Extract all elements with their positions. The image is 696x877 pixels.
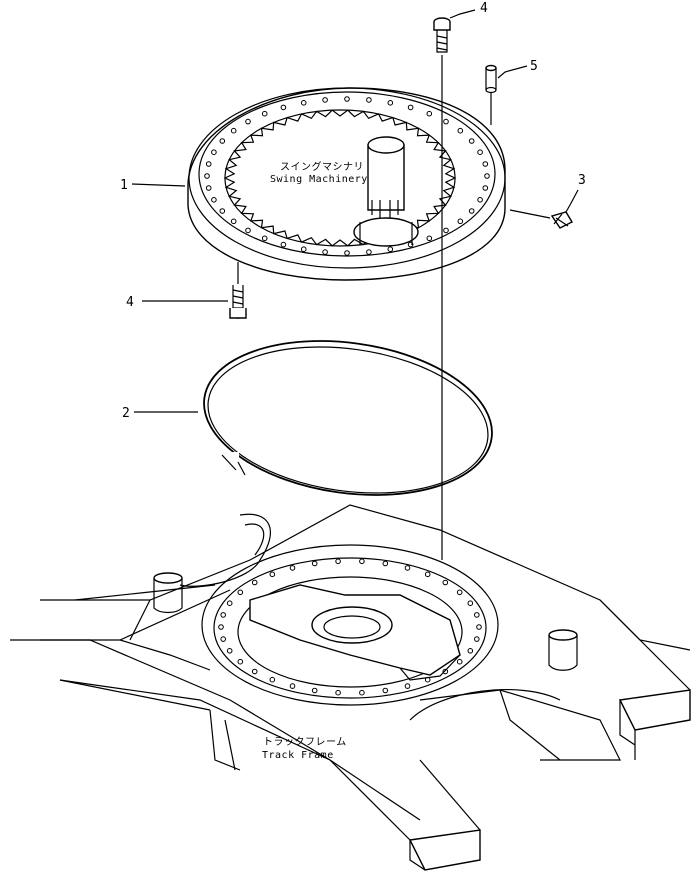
bolt-hole — [443, 227, 449, 234]
track-frame-label-jp: トラックフレーム — [263, 736, 347, 748]
bolt-hole — [226, 600, 233, 607]
bolt-hole — [237, 658, 244, 665]
bolt-hole — [269, 676, 276, 683]
bolt-hole — [366, 97, 372, 103]
bolt-hole — [407, 104, 414, 111]
bolt-hole — [220, 636, 226, 642]
swing-circle — [187, 87, 506, 281]
bolt-hole — [220, 612, 226, 618]
bolt-hole — [442, 579, 449, 586]
bolt-hole — [467, 600, 474, 607]
bolt-hole — [311, 687, 318, 694]
bolt-hole — [205, 185, 212, 191]
bolt-hole — [442, 668, 449, 675]
bolt-hole — [424, 571, 431, 578]
bolt-hole — [344, 96, 350, 102]
bolt-hole — [335, 689, 341, 696]
bolt-hole — [457, 218, 464, 225]
mount-bolt-holes — [218, 558, 482, 696]
bolt-hole — [230, 127, 237, 134]
bolt-hole — [226, 648, 233, 654]
callout-1: 1 — [120, 178, 128, 193]
callout-5: 5 — [530, 59, 538, 74]
bolt-hole — [219, 138, 226, 144]
bolt-top-part-4 — [433, 17, 451, 53]
bolt-hole — [359, 689, 365, 696]
bolt-hole — [382, 687, 389, 694]
grease-fitting-part-3 — [550, 211, 573, 229]
bolt-hole — [322, 249, 328, 255]
callout-leaders — [131, 9, 579, 413]
pin-part-5 — [485, 64, 497, 94]
track-frame-label-en: Track Frame — [262, 750, 334, 761]
bolt-hole — [261, 235, 268, 242]
bolt-hole — [482, 161, 489, 167]
seal-ring — [203, 340, 493, 496]
bolt-hole — [237, 589, 244, 596]
bolt-hole — [289, 683, 296, 689]
bolt-hole — [426, 235, 433, 242]
bolt-hole — [404, 683, 411, 689]
bolt-hole — [457, 127, 464, 134]
bolt-hole — [474, 612, 480, 618]
bolt-hole — [467, 648, 474, 654]
bolt-hole — [322, 97, 328, 103]
bolt-hole — [404, 565, 411, 571]
callout-4-top: 4 — [480, 1, 488, 16]
bolt-hole — [245, 118, 251, 125]
bolt-hole — [289, 565, 296, 571]
bolt-hole — [219, 208, 226, 214]
bolt-hole — [468, 138, 475, 144]
bolt-hole — [261, 110, 268, 117]
alignment-lines — [237, 55, 551, 560]
callout-3: 3 — [578, 173, 586, 188]
swing-machinery-label-jp: スイングマシナリ — [280, 160, 364, 173]
bolt-hole — [300, 246, 307, 252]
bolt-hole — [211, 197, 217, 203]
bolt-hole — [476, 624, 482, 630]
bolt-hole — [456, 589, 463, 596]
bolt-hole — [251, 579, 258, 586]
callout-2: 2 — [122, 406, 130, 421]
bolt-hole — [280, 104, 287, 111]
bolt-bottom-part-4 — [229, 285, 247, 319]
bolt-hole — [211, 149, 217, 155]
bolt-hole — [269, 571, 276, 578]
swing-machinery-label-en: Swing Machinery — [270, 174, 368, 185]
bolt-hole — [230, 218, 237, 225]
bolt-hole — [387, 246, 394, 252]
swing-machinery-pinion — [353, 136, 419, 247]
bolt-hole — [218, 624, 224, 630]
bolt-hole — [387, 100, 394, 106]
bolt-hole — [359, 558, 365, 565]
bolt-hole — [344, 250, 350, 256]
bolt-hole — [335, 558, 341, 565]
bolt-hole — [205, 161, 212, 167]
bolt-hole — [456, 658, 463, 665]
bolt-hole — [251, 668, 258, 675]
bolt-hole — [280, 241, 287, 248]
callout-4-bottom: 4 — [126, 295, 134, 310]
bolt-hole — [443, 118, 449, 125]
bolt-hole — [204, 173, 210, 179]
bolt-hole — [484, 173, 490, 179]
bolt-hole — [477, 197, 483, 203]
bolt-hole — [468, 208, 475, 214]
ring-bolt-holes — [204, 96, 490, 256]
bolt-hole — [477, 149, 483, 155]
bolt-hole — [300, 100, 307, 106]
frame-mount-ring — [201, 544, 499, 706]
bolt-hole — [474, 636, 480, 642]
bolt-hole — [366, 249, 372, 255]
bolt-hole — [311, 560, 318, 567]
bolt-hole — [245, 227, 251, 234]
bolt-hole — [426, 110, 433, 117]
track-frame — [10, 504, 691, 871]
bolt-hole — [482, 185, 489, 191]
bolt-hole — [382, 560, 389, 567]
